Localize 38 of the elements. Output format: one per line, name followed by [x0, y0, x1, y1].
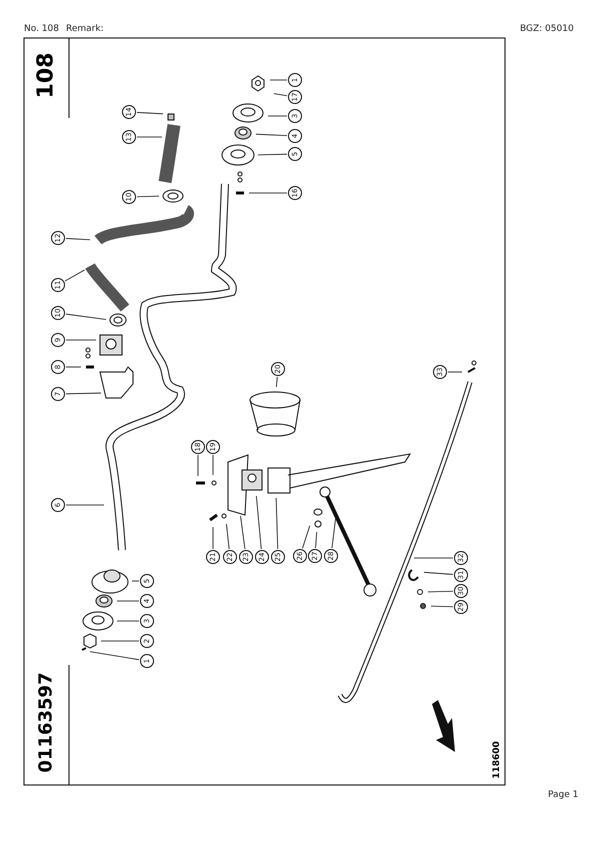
leader-line	[258, 154, 288, 156]
leader-line	[274, 93, 288, 96]
leader-line	[276, 376, 278, 388]
leader-line	[64, 270, 85, 282]
leader-line	[256, 134, 288, 136]
leader-line	[90, 651, 140, 660]
leader-line	[66, 392, 102, 394]
leader-line	[332, 518, 336, 548]
leader-line	[136, 196, 160, 198]
leader-line	[66, 314, 106, 320]
leader-line	[240, 516, 246, 550]
remark-label: Remark:	[66, 24, 104, 34]
leader-line	[302, 525, 310, 549]
leader-line	[428, 590, 454, 592]
leader-line	[248, 192, 288, 194]
leader-line	[424, 572, 454, 575]
leader-line	[136, 136, 162, 138]
diagram-number: 108	[33, 52, 58, 98]
leader-line	[226, 524, 230, 550]
leader-line	[100, 640, 140, 642]
leader-line	[116, 600, 140, 602]
leader-line	[276, 498, 278, 550]
leader-line	[66, 366, 82, 368]
page-label: Page 1	[548, 790, 578, 800]
page-number-label: No. 108	[24, 24, 59, 34]
leader-line	[66, 504, 104, 506]
leader-line	[315, 532, 318, 548]
leader-line	[430, 606, 454, 608]
leader-line	[136, 112, 164, 114]
group-code-label: BGZ: 05010	[520, 24, 574, 34]
part-number: 01163597	[36, 672, 57, 772]
leader-line	[212, 454, 214, 476]
leader-line	[66, 238, 90, 240]
leader-line	[212, 526, 214, 550]
leader-line	[256, 496, 262, 550]
drawing-number: 118600	[492, 741, 502, 779]
leader-line	[116, 620, 140, 622]
leader-line	[132, 580, 140, 582]
